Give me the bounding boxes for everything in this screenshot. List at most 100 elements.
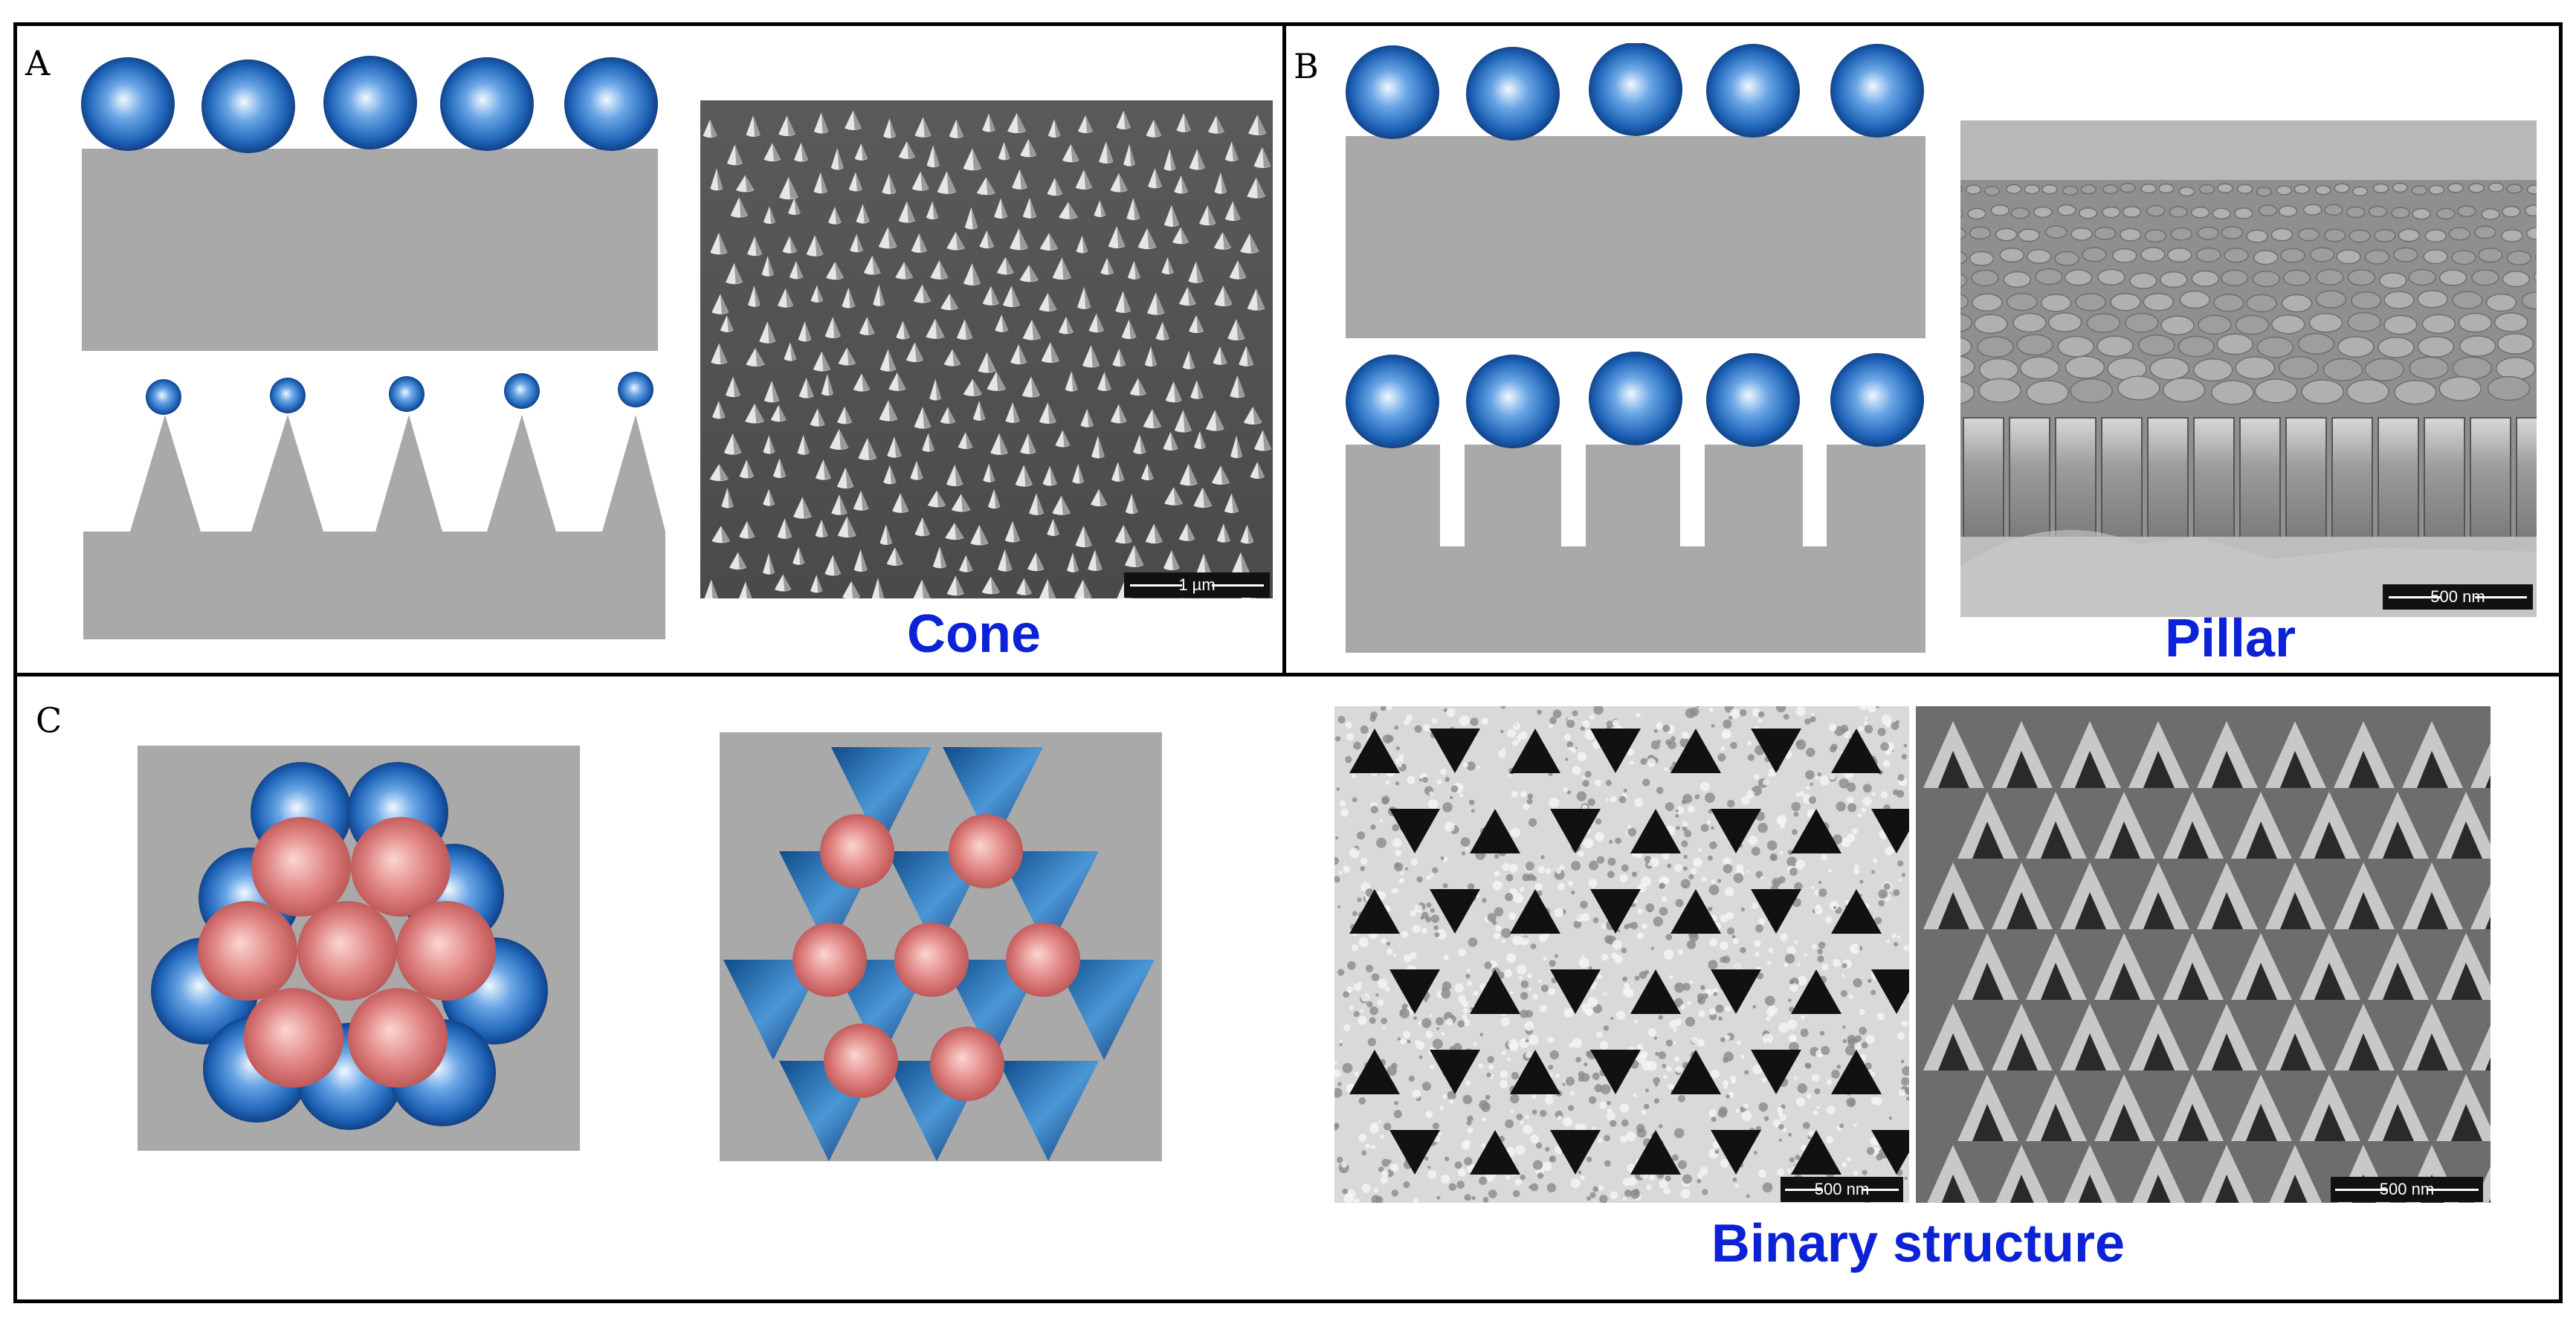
sem-cone xyxy=(1116,110,1132,130)
sem-cone xyxy=(946,464,963,486)
sem-cone xyxy=(711,294,729,314)
sem-pillar-side xyxy=(2331,417,2373,541)
sem-pillar-top xyxy=(1960,210,1963,218)
sem-cone xyxy=(873,284,885,306)
small-blue-sphere xyxy=(270,378,306,413)
sem-triangle-hole xyxy=(1590,1050,1641,1094)
sem-cone xyxy=(1075,169,1093,190)
sem-pillar-top xyxy=(2438,269,2467,286)
sem-triangle-hole xyxy=(1430,889,1480,934)
sem-cone xyxy=(1055,430,1071,448)
sem-cone xyxy=(1090,488,1108,507)
sem-pillar-top xyxy=(2160,315,2195,336)
sem-cone xyxy=(997,549,1013,572)
sem-pillar-top xyxy=(2471,269,2499,286)
sem-cone xyxy=(1091,436,1105,459)
sem-pillar-top xyxy=(1972,293,2003,312)
sem-cone xyxy=(1146,292,1165,315)
sem-cone xyxy=(1002,285,1021,307)
sem-triangle-hole xyxy=(1470,969,1520,1014)
sem-cone xyxy=(704,579,719,598)
sem-cone xyxy=(746,348,765,366)
sem-triangle-hole xyxy=(1550,809,1601,853)
sem-pillar-top xyxy=(2301,379,2344,404)
sem-pillar-top xyxy=(2120,182,2136,193)
sem-cone xyxy=(946,575,965,596)
sem-cone xyxy=(1029,493,1045,515)
blue-sphere xyxy=(564,57,658,151)
sem-cone xyxy=(848,172,863,192)
sem-cone xyxy=(1005,402,1020,423)
sem-cone xyxy=(1022,198,1037,219)
sem-cone xyxy=(1178,286,1197,306)
blue-sphere xyxy=(1346,45,1439,139)
sem-cone xyxy=(853,549,868,572)
sem-cone xyxy=(735,175,755,193)
sem-cone xyxy=(703,119,717,138)
sem-cone xyxy=(1211,465,1230,485)
sem-cone xyxy=(883,465,897,485)
sem-cone xyxy=(1108,226,1126,248)
sem-cone xyxy=(978,352,996,373)
sem-cone xyxy=(927,490,946,508)
sem-cone xyxy=(1178,523,1195,541)
sem-cone xyxy=(1182,350,1195,369)
sem-cone xyxy=(1189,149,1206,170)
sem-pillar-top xyxy=(2278,205,2298,217)
sem-pillar-top xyxy=(2496,333,2534,355)
sem-cone xyxy=(793,546,805,565)
sem-pillar-top xyxy=(2501,229,2523,243)
sem-triangle-hole xyxy=(1550,969,1601,1014)
sem-pillar-top xyxy=(2280,248,2305,263)
sem-tilted-peak xyxy=(2269,1145,2322,1203)
sem-pillar-top xyxy=(2254,378,2298,404)
sem-cone xyxy=(1059,316,1074,335)
sem-pillar-top xyxy=(2112,248,2137,263)
sem-cone xyxy=(1224,493,1239,514)
sem-cone xyxy=(1076,235,1088,254)
sem-triangle-hole xyxy=(1831,1050,1882,1094)
sem-cone xyxy=(911,171,929,191)
sem-cone xyxy=(1165,381,1182,403)
sem-cone xyxy=(1039,579,1056,598)
sem-cone xyxy=(1015,465,1033,487)
sem-cone xyxy=(1065,371,1078,392)
sem-cone xyxy=(1052,257,1072,280)
sem-pillar-top xyxy=(2035,268,2063,285)
panel-a-letter: A xyxy=(25,43,51,83)
panel-c-caption: Binary structure xyxy=(1711,1214,2125,1273)
sem-pillar-top xyxy=(2102,184,2119,195)
blue-sphere xyxy=(201,59,295,153)
binary-template-schematic xyxy=(720,732,1162,1161)
sem-pillar-top xyxy=(2374,228,2396,242)
sem-pillar-top xyxy=(2336,249,2361,265)
sem-cone xyxy=(798,378,814,398)
sem-cone xyxy=(1016,578,1033,595)
sem-pillar-top xyxy=(2409,356,2449,380)
sem-cone xyxy=(725,376,741,398)
sem-cone xyxy=(1039,402,1056,424)
sem-cone xyxy=(1176,112,1192,132)
sem-cone xyxy=(1094,200,1106,217)
sem-pillar-side xyxy=(2193,417,2235,541)
sem-pillar-top xyxy=(2235,356,2276,380)
sem-pillar-top xyxy=(2408,268,2437,286)
blue-sphere xyxy=(440,57,534,151)
sem-pillar-top xyxy=(2246,229,2268,243)
sem-cone xyxy=(1027,552,1045,572)
sem-cone xyxy=(1224,201,1241,222)
sem-pillar-side xyxy=(1963,417,2004,541)
sem-pillar-top xyxy=(2315,184,2331,196)
sem-cone xyxy=(981,576,1001,595)
sem-cone xyxy=(761,256,774,277)
sem-pillar-top xyxy=(2281,294,2313,313)
sem-triangle-hole xyxy=(1349,1050,1400,1094)
sem-cone xyxy=(1163,148,1176,171)
sem-cone xyxy=(1253,146,1271,168)
sem-pillar-top xyxy=(2212,207,2231,220)
sem-pillar-top xyxy=(2424,229,2447,243)
sem-cone xyxy=(1193,487,1213,508)
sem-pillar-top xyxy=(2256,187,2273,197)
sem-pillar-top xyxy=(2324,204,2343,216)
sem-pillar-top xyxy=(1960,293,1969,310)
